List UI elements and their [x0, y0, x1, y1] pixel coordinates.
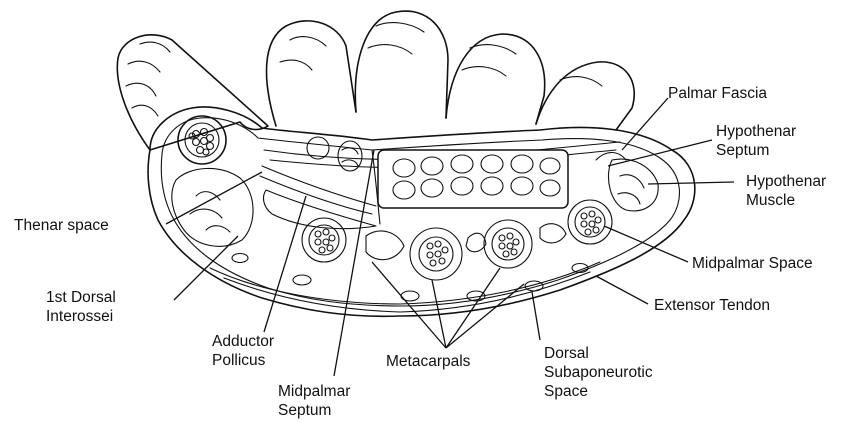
label-metacarpals: Metacarpals — [386, 353, 471, 370]
metacarpal-index — [302, 218, 346, 262]
label-extensor-tendon: Extensor Tendon — [654, 297, 770, 314]
label-adductor-pollicus: Adductor Pollicus — [212, 333, 278, 369]
label-thenar-space: Thenar space — [14, 217, 109, 234]
label-palmar-fascia: Palmar Fascia — [668, 85, 767, 102]
label-hypothenar-septum: Hypothenar Septum — [716, 123, 800, 159]
label-1st-dorsal-interossei: 1st Dorsal Interossei — [46, 289, 120, 325]
metacarpal-ring — [484, 220, 532, 268]
label-hypothenar-muscle: Hypothenar Muscle — [746, 173, 830, 209]
metacarpal-little — [568, 200, 612, 244]
metacarpal-middle — [410, 228, 462, 280]
labels: Palmar Fascia Hypothenar Septum Hypothen… — [14, 85, 830, 419]
label-dorsal-subaponeurotic-space: Dorsal Subaponeurotic Space — [544, 345, 657, 400]
label-midpalmar-space: Midpalmar Space — [692, 255, 813, 272]
label-midpalmar-septum: Midpalmar Septum — [278, 383, 355, 419]
